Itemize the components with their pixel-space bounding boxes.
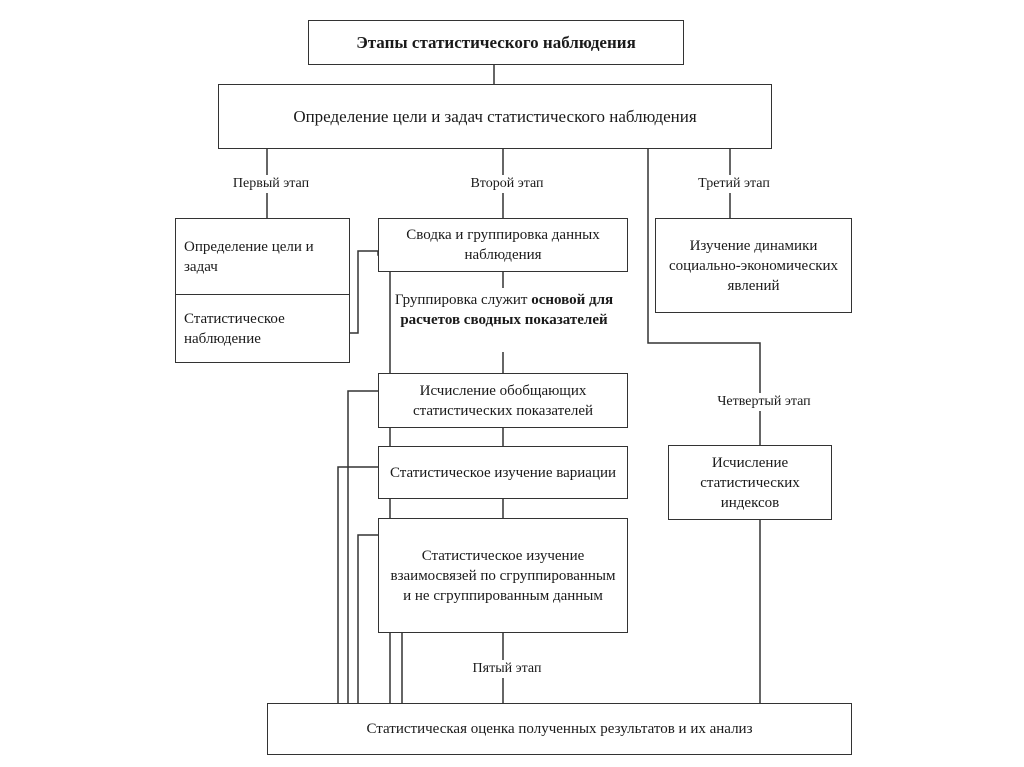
relations-text: Статистическое изучение взаимосвязей по … xyxy=(390,547,616,604)
variation-box: Статистическое изучение вариации xyxy=(378,446,628,499)
observation-text: Статистическое наблюдение xyxy=(184,310,285,347)
summary-text: Сводка и группировка данных наблюдения xyxy=(406,227,600,263)
indices-box: Исчисление статистических индексов xyxy=(668,445,832,520)
indices-text: Исчисление статистических индексов xyxy=(700,454,800,511)
goal-tasks-text: Определение цели и задач xyxy=(184,238,314,275)
final-box: Статистическая оценка полученных результ… xyxy=(267,703,852,755)
goal-box: Определение цели и задач статистического… xyxy=(218,84,772,149)
dynamics-box: Изучение динамики социально-экономически… xyxy=(655,218,852,313)
grouping-note: Группировка служит основой для расчетов … xyxy=(374,290,634,330)
stage-first-label: Первый этап xyxy=(214,175,328,193)
goal-text: Определение цели и задач статистического… xyxy=(293,106,697,126)
stage-fifth-label: Пятый этап xyxy=(452,660,562,678)
summary-box: Сводка и группировка данных наблюдения xyxy=(378,218,628,272)
diagram-title-text: Этапы статистического наблюдения xyxy=(356,32,636,52)
diagram-title: Этапы статистического наблюдения xyxy=(308,20,684,65)
observation-box: Статистическое наблюдение xyxy=(175,294,350,363)
goal-tasks-box: Определение цели и задач xyxy=(175,218,350,295)
general-indicators-box: Исчисление обобщающих статистических пок… xyxy=(378,373,628,428)
final-text: Статистическая оценка полученных результ… xyxy=(366,721,753,737)
stage-fourth-label: Четвертый этап xyxy=(690,393,838,411)
relations-box: Статистическое изучение взаимосвязей по … xyxy=(378,518,628,633)
stage-third-label: Третий этап xyxy=(680,175,788,193)
stage-second-label: Второй этап xyxy=(452,175,562,193)
dynamics-text: Изучение динамики социально-экономически… xyxy=(668,237,839,294)
variation-text: Статистическое изучение вариации xyxy=(389,464,617,481)
grouping-note-part2: основой для расчетов сводных показателей xyxy=(400,292,614,328)
grouping-note-part1: Группировка служит xyxy=(394,292,528,308)
general-indicators-text: Исчисление обобщающих статистических пок… xyxy=(412,382,594,419)
